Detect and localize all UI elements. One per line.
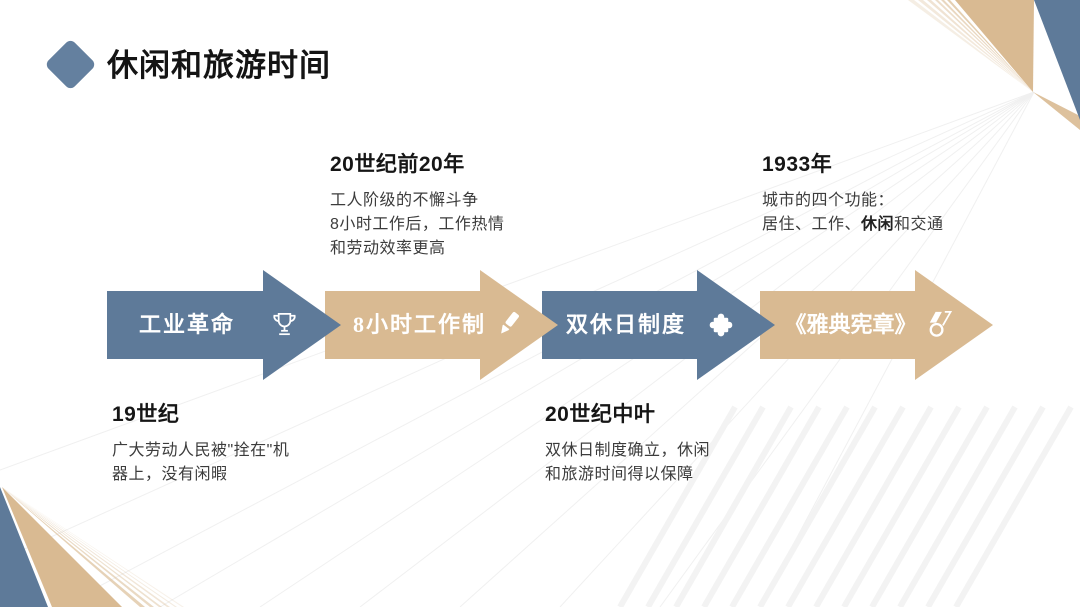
note-line: 居住、工作、休闲和交通 bbox=[762, 216, 944, 233]
arrow-body bbox=[325, 291, 480, 359]
note-19th-century: 19世纪 广大劳动人民被"拴在"机 器上，没有闲暇 bbox=[112, 398, 362, 487]
arrow-body bbox=[542, 291, 697, 359]
arrow-label: 工业革命 bbox=[138, 312, 235, 337]
note-line: 和旅游时间得以保障 bbox=[545, 466, 694, 483]
timeline-arrow-two-day-weekend: 双休日制度 bbox=[542, 270, 775, 380]
note-line: 器上，没有闲暇 bbox=[112, 466, 228, 483]
note-heading: 20世纪前20年 bbox=[330, 153, 465, 176]
note-line: 双休日制度确立，休闲 bbox=[545, 442, 711, 459]
note-1933: 1933年 城市的四个功能： 居住、工作、休闲和交通 bbox=[762, 148, 1012, 237]
note-line: 8小时工作后，工作热情 bbox=[330, 216, 505, 233]
puzzle-icon bbox=[705, 309, 736, 345]
note-mid-20th-century: 20世纪中叶 双休日制度确立，休闲 和旅游时间得以保障 bbox=[545, 398, 795, 487]
corner-triangles-bottom-left bbox=[0, 487, 184, 607]
stripe-pattern bbox=[617, 405, 1074, 607]
arrow-head bbox=[263, 270, 341, 380]
arrow-body bbox=[107, 291, 263, 359]
note-heading: 1933年 bbox=[762, 153, 833, 176]
note-line: 工人阶级的不懈斗争 bbox=[330, 192, 479, 209]
timeline-arrow-athens-charter: 《雅典宪章》 bbox=[760, 270, 993, 380]
title-block: 休闲和旅游时间 bbox=[44, 38, 331, 91]
diamond-icon bbox=[44, 38, 97, 91]
arrow-label: 《雅典宪章》 bbox=[784, 312, 917, 337]
timeline-arrow-8-hour-workday: 8小时工作制 bbox=[325, 270, 558, 380]
trophy-icon bbox=[269, 309, 300, 345]
note-line: 城市的四个功能： bbox=[762, 192, 895, 209]
timeline-arrow-industrial-revolution: 工业革命 bbox=[107, 270, 341, 380]
arrow-head bbox=[915, 270, 993, 380]
pencil-icon bbox=[493, 309, 523, 344]
arrow-body bbox=[760, 291, 915, 359]
arrow-label: 双休日制度 bbox=[565, 312, 686, 337]
note-1900s: 20世纪前20年 工人阶级的不懈斗争 8小时工作后，工作热情 和劳动效率更高 bbox=[330, 148, 580, 261]
note-line: 广大劳动人民被"拴在"机 bbox=[112, 442, 290, 459]
note-line: 和劳动效率更高 bbox=[330, 240, 446, 257]
arrow-head bbox=[480, 270, 558, 380]
page-title: 休闲和旅游时间 bbox=[107, 48, 331, 83]
note-heading: 20世纪中叶 bbox=[545, 403, 656, 426]
medal-icon bbox=[923, 309, 954, 345]
note-heading: 19世纪 bbox=[112, 403, 180, 426]
corner-triangles-top-right bbox=[908, 0, 1080, 130]
arrow-label: 8小时工作制 bbox=[352, 312, 486, 337]
